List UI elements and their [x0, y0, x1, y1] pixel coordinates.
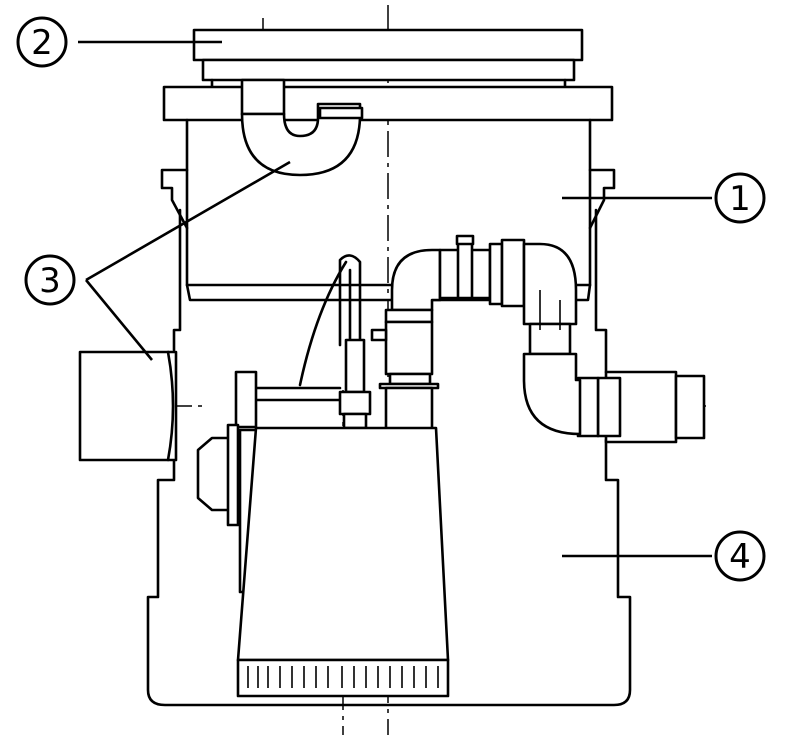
callout-2: 2	[16, 16, 68, 68]
pump-intake-slots	[247, 666, 439, 688]
callout-1: 1	[714, 172, 766, 224]
discharge-pipe	[370, 234, 582, 436]
float-switch	[196, 254, 372, 594]
chamber-walls	[146, 208, 632, 707]
callout-1-label: 1	[729, 179, 751, 219]
left-inlet	[78, 350, 178, 462]
pump-body	[236, 426, 450, 698]
right-outlet	[576, 370, 706, 444]
callout-4-label: 4	[729, 537, 751, 577]
callout-4: 4	[714, 530, 766, 582]
upper-tank	[160, 85, 616, 302]
callout-3: 3	[24, 254, 76, 306]
cover	[192, 28, 584, 89]
inlet-trap	[240, 78, 364, 177]
callout-3-label: 3	[39, 261, 61, 301]
leader-lines	[78, 40, 712, 558]
callout-2-label: 2	[31, 23, 53, 63]
